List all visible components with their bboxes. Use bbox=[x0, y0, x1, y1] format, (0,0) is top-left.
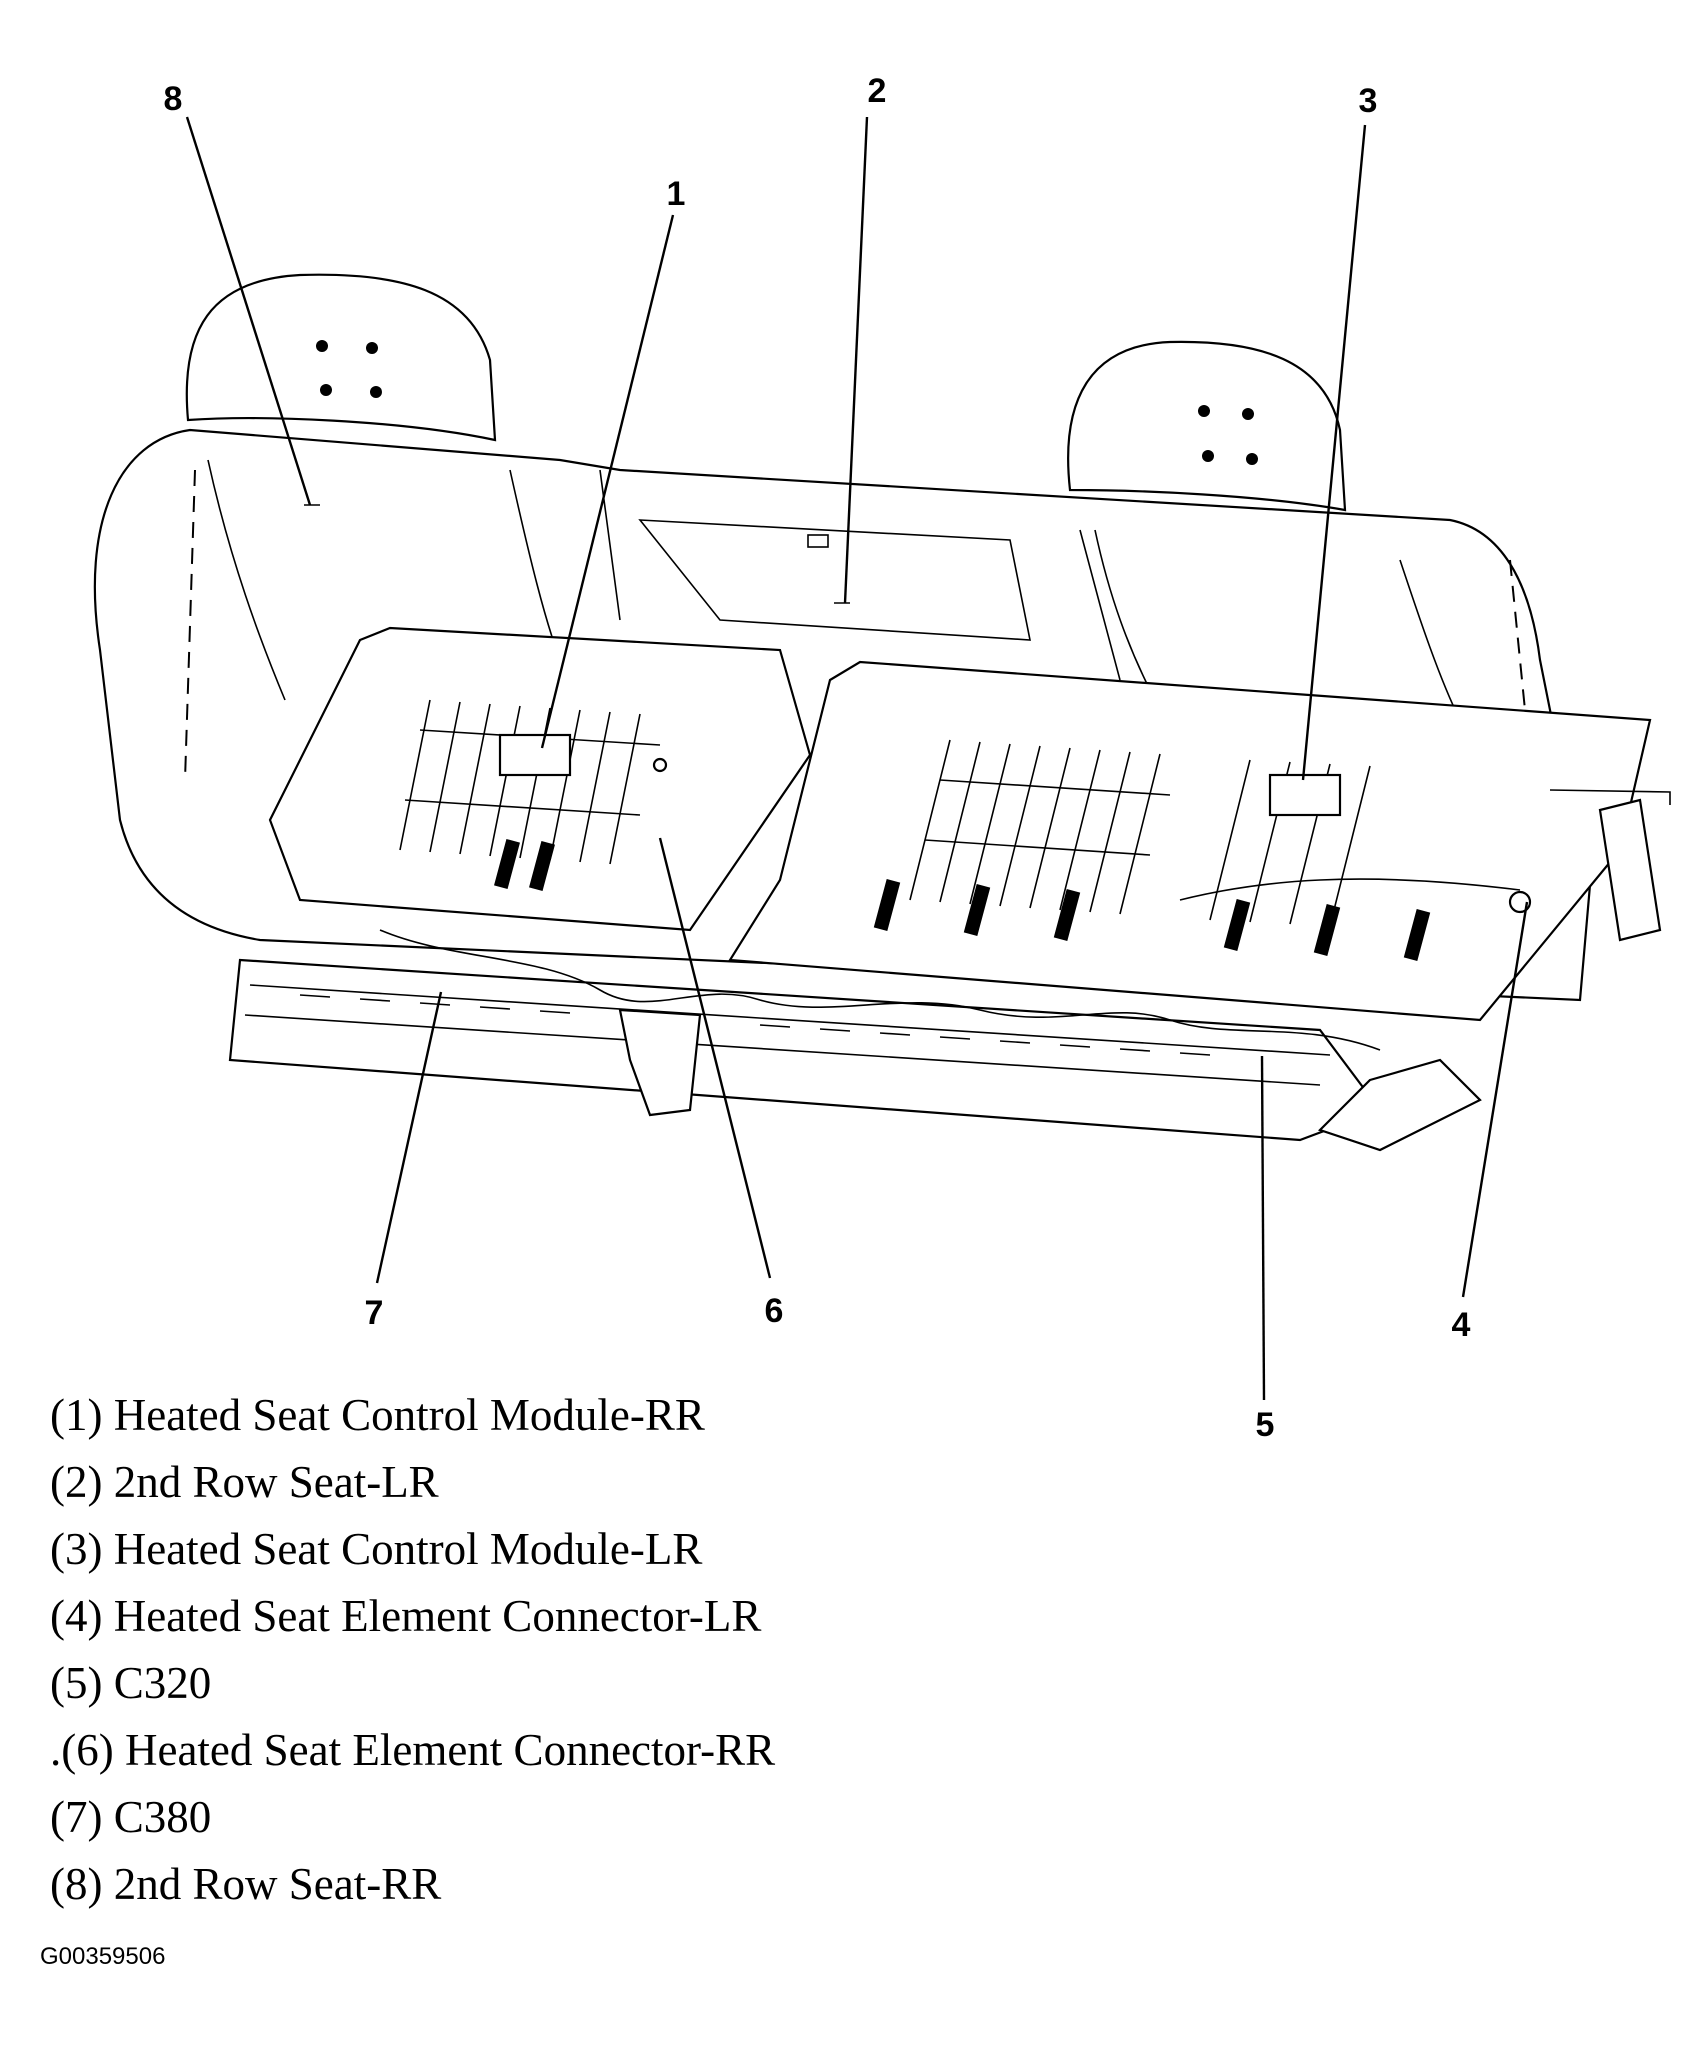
callout-7: 7 bbox=[365, 1294, 384, 1332]
leader-5 bbox=[1260, 1055, 1266, 1401]
side-bracket bbox=[1598, 798, 1662, 942]
headrest-lr-holes bbox=[1198, 405, 1258, 465]
seat-drawing bbox=[93, 273, 1671, 1152]
legend-item: (5) C320 bbox=[50, 1658, 212, 1708]
figure-id: G00359506 bbox=[40, 1943, 166, 1970]
control-module-lr-box bbox=[1268, 773, 1342, 817]
legend-item: .(6) Heated Seat Element Connector-RR bbox=[50, 1725, 776, 1775]
leader-2 bbox=[843, 116, 869, 604]
legend-item: (3) Heated Seat Control Module-LR bbox=[50, 1524, 703, 1574]
legend-item: (8) 2nd Row Seat-RR bbox=[50, 1859, 442, 1909]
legend-item: (2) 2nd Row Seat-LR bbox=[50, 1457, 439, 1507]
callout-5: 5 bbox=[1256, 1406, 1275, 1444]
legend-list: (1) Heated Seat Control Module-RR (2) 2n… bbox=[50, 1382, 775, 1918]
legend-item: (1) Heated Seat Control Module-RR bbox=[50, 1390, 705, 1440]
leader-lines bbox=[185, 116, 1529, 1401]
seat-frame-rr bbox=[268, 626, 812, 932]
leader-3 bbox=[1301, 124, 1367, 781]
callout-4: 4 bbox=[1452, 1306, 1471, 1344]
callout-8: 8 bbox=[164, 80, 183, 118]
leader-6 bbox=[658, 837, 772, 1279]
legend-item: (7) C380 bbox=[50, 1792, 212, 1842]
headrest-rr-holes bbox=[316, 340, 382, 398]
rear-bar bbox=[1549, 789, 1671, 805]
legend-item: (4) Heated Seat Element Connector-LR bbox=[50, 1591, 762, 1641]
leader-1 bbox=[540, 214, 675, 749]
callout-3: 3 bbox=[1359, 82, 1378, 120]
callout-1: 1 bbox=[667, 175, 686, 213]
seat-frame-lr bbox=[728, 660, 1652, 1022]
callout-labels: 1 2 3 4 5 6 7 8 bbox=[164, 72, 1471, 1444]
leader-4 bbox=[1461, 901, 1529, 1298]
bracket-center bbox=[618, 1008, 702, 1117]
headrest-lr bbox=[1067, 340, 1347, 512]
armrest-cutout bbox=[638, 519, 1031, 641]
wiring-harness bbox=[379, 929, 1381, 1051]
callout-2: 2 bbox=[868, 72, 887, 110]
callout-6: 6 bbox=[765, 1292, 784, 1330]
headrest-rr bbox=[185, 273, 497, 442]
control-module-rr-box bbox=[498, 733, 572, 777]
leader-7 bbox=[375, 991, 443, 1284]
bracket-right bbox=[1317, 1058, 1482, 1152]
leader-8 bbox=[185, 116, 312, 506]
coil-springs bbox=[494, 839, 1431, 961]
rail-slots bbox=[299, 994, 1211, 1056]
